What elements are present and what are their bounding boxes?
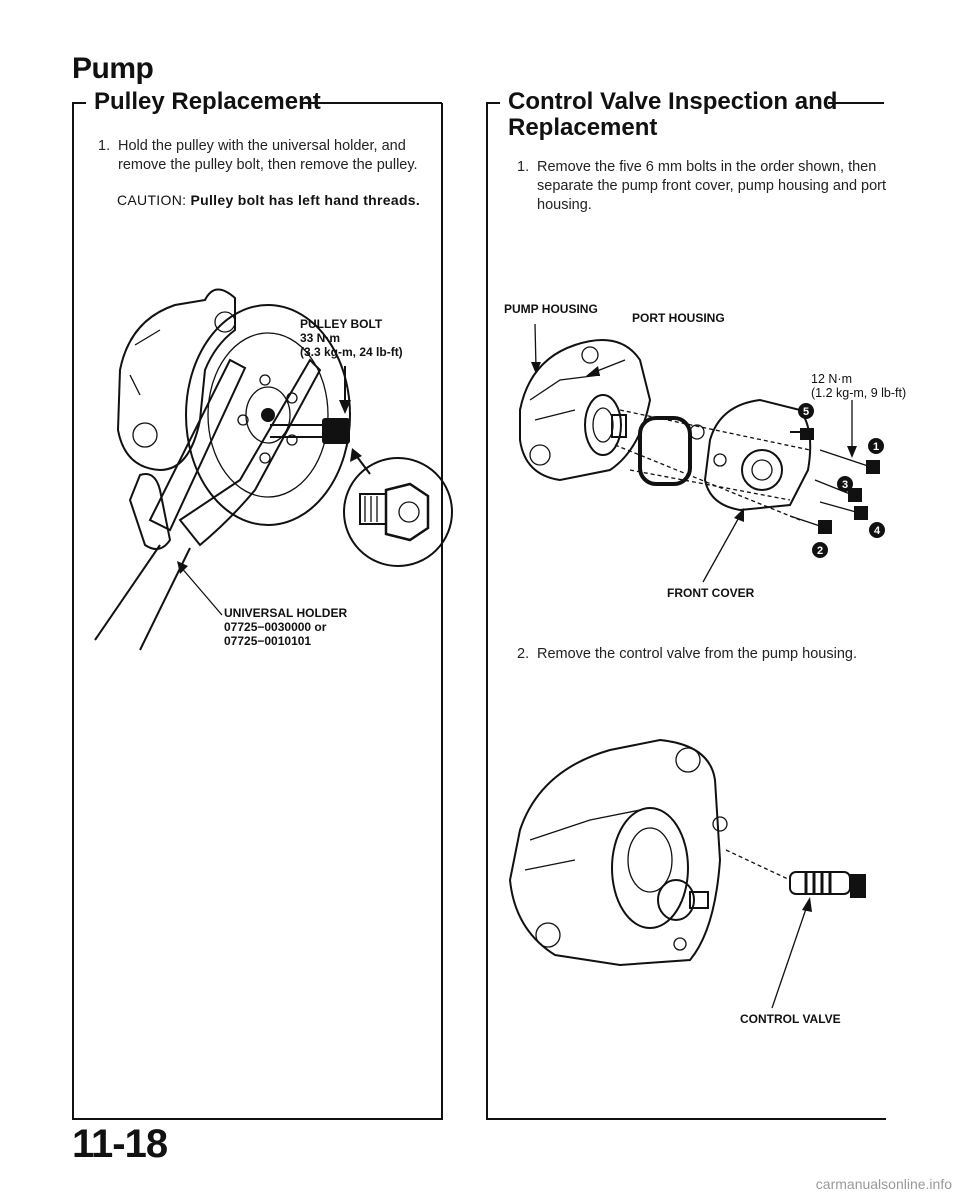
heading-rule-right [300,102,442,104]
bolt-torque-label: 12 N·m (1.2 kg-m, 9 lb-ft) [811,372,906,400]
step-text: Remove the control valve from the pump h… [537,646,857,662]
pulley-bolt-name: PULLEY BOLT [300,317,383,331]
holder-name: UNIVERSAL HOLDER [224,606,348,620]
step-number: 1. [98,138,111,154]
bolt-torque-alt: (1.2 kg-m, 9 lb-ft) [811,386,907,400]
right-heading-rule-left [486,102,500,104]
right-column-border [486,103,488,1119]
step-text: Remove the five 6 mm bolts in the order … [537,159,887,213]
right-step-2: 2. Remove the control valve from the pum… [517,645,897,665]
left-column-bottom-rule [72,1118,443,1120]
front-cover-label: FRONT COVER [667,586,755,600]
holder-part-number-1: 07725−0030000 or [224,620,327,634]
left-step-1: 1. Hold the pulley with the universal ho… [98,137,438,179]
pump-housing-label: PUMP HOUSING [504,302,598,316]
pulley-replacement-heading: Pulley Replacement [94,88,321,115]
bolt-order-1: 1 [873,441,879,453]
universal-holder-label: UNIVERSAL HOLDER 07725−0030000 or 07725−… [224,606,347,648]
control-valve-heading-line1: Control Valve Inspection and [508,88,838,115]
pulley-bolt-torque-alt: (3.3 kg-m, 24 lb-ft) [300,345,403,359]
bolt-torque-value: 12 N·m [811,372,852,386]
port-housing-label: PORT HOUSING [632,311,725,325]
heading-rule-left [72,102,86,104]
page-number: 11-18 [72,1122,168,1166]
step-text: Hold the pulley with the universal holde… [118,138,418,173]
bolt-order-3: 3 [842,479,848,491]
left-column-border-right [441,103,443,1119]
control-valve-heading-line2: Replacement [508,114,658,141]
pulley-bolt-label: PULLEY BOLT 33 N·m (3.3 kg-m, 24 lb-ft) [300,317,403,359]
step-number: 1. [517,159,530,175]
page-title: Pump [72,52,154,85]
right-step-1: 1. Remove the five 6 mm bolts in the ord… [517,158,897,218]
right-heading-rule-right [828,102,884,104]
caution-note: CAUTION: Pulley bolt has left hand threa… [117,192,420,208]
bolt-order-4: 4 [874,525,881,537]
bolt-order-5: 5 [803,406,809,418]
control-valve-label: CONTROL VALVE [740,1012,841,1026]
caution-label: CAUTION: [117,192,187,208]
pulley-bolt-torque: 33 N·m [300,331,341,345]
holder-part-number-2: 07725−0010101 [224,634,312,648]
footer-watermark: carmanualsonline.info [815,1176,952,1192]
caution-text: Pulley bolt has left hand threads. [190,192,421,208]
right-column-bottom-rule [486,1118,886,1120]
left-column-border [72,103,74,1119]
step-number: 2. [517,646,530,662]
bolt-order-2: 2 [817,545,823,557]
bolt-set [789,428,880,534]
